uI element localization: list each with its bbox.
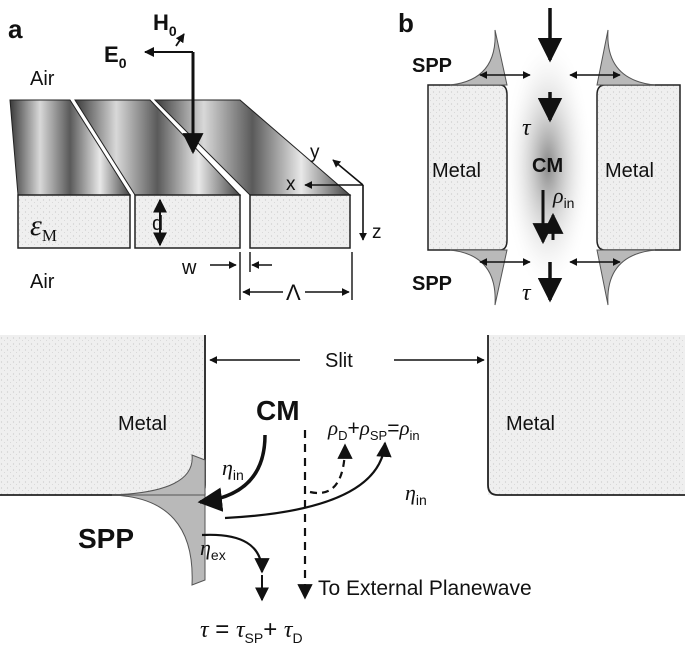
panel-a: a Air Air εM d E0 H0 x y <box>8 10 382 305</box>
axis-y-label: y <box>310 142 320 163</box>
axis-x-label: x <box>286 174 296 195</box>
metal-right-label-c: Metal <box>506 413 555 435</box>
coordinate-axes: x y z <box>286 142 382 243</box>
spp-top-label: SPP <box>412 55 452 77</box>
cm-to-spp-arrow <box>197 434 267 512</box>
slit-label: Slit <box>325 350 353 372</box>
cavity-mode-label-b: CM <box>532 155 563 177</box>
spp-profile-c <box>111 494 206 586</box>
width-label: w <box>181 257 197 279</box>
cavity-mode-glow <box>503 35 593 295</box>
block-1 <box>17 194 131 249</box>
period-label-mask <box>283 281 305 303</box>
eta-ex-label: ηex <box>200 535 226 563</box>
spp-profile-top-right <box>596 29 656 86</box>
metal-block-right-c <box>488 335 685 495</box>
spp-profile-top-left <box>449 29 508 86</box>
metal-left-label-c: Metal <box>118 413 167 435</box>
tau-top-label: τ <box>522 115 532 141</box>
spp-label-c: SPP <box>78 523 134 554</box>
eta-in-label-1: ηin <box>222 455 244 483</box>
permittivity-label: εM <box>30 209 57 245</box>
h-field-arrow <box>175 33 185 47</box>
grating-ridges <box>9 99 352 196</box>
h-field-label: H0 <box>153 10 177 39</box>
eta-in-label-2: ηin <box>405 480 427 508</box>
rho-equation: ρD+ρSP=ρin <box>327 416 420 443</box>
metal-left-label-b: Metal <box>432 160 481 182</box>
spp-reflection-arrow <box>224 441 392 520</box>
tau-equation: τ = τSP+ τD <box>200 616 303 646</box>
period-label: Λ <box>286 280 301 305</box>
block-2 <box>134 194 241 249</box>
metal-block-left-c <box>0 335 206 495</box>
cavity-mode-label-c: CM <box>256 395 300 426</box>
axis-z-label: z <box>372 222 382 243</box>
block-3 <box>249 194 351 249</box>
external-planewave-label: To External Planewave <box>318 577 532 600</box>
thickness-label: d <box>152 213 163 235</box>
panel-a-label: a <box>8 14 23 44</box>
spp-profile-bottom-right <box>596 249 656 306</box>
panel-c: c Metal Metal Slit CM SPP ηin ηin ρD+ρSP… <box>0 335 685 646</box>
y-axis <box>332 159 364 186</box>
spp-bottom-label: SPP <box>412 273 452 295</box>
air-top-label: Air <box>30 68 55 90</box>
panel-b-label: b <box>398 8 414 38</box>
air-bottom-label: Air <box>30 271 55 293</box>
spp-outcoupling-arrow <box>201 533 270 574</box>
panel-b: b SPP SPP Metal Metal CM τ τ ρin <box>398 8 681 306</box>
tau-bottom-label: τ <box>522 280 532 306</box>
grating-blocks <box>17 194 351 249</box>
e-field-label: E0 <box>104 42 127 71</box>
spp-profile-bottom-left <box>449 249 508 306</box>
rho-in-label-b: ρin <box>552 183 574 211</box>
metal-right-label-b: Metal <box>605 160 654 182</box>
rho-d-arrow <box>309 443 353 495</box>
metal-right-edge <box>487 335 685 496</box>
